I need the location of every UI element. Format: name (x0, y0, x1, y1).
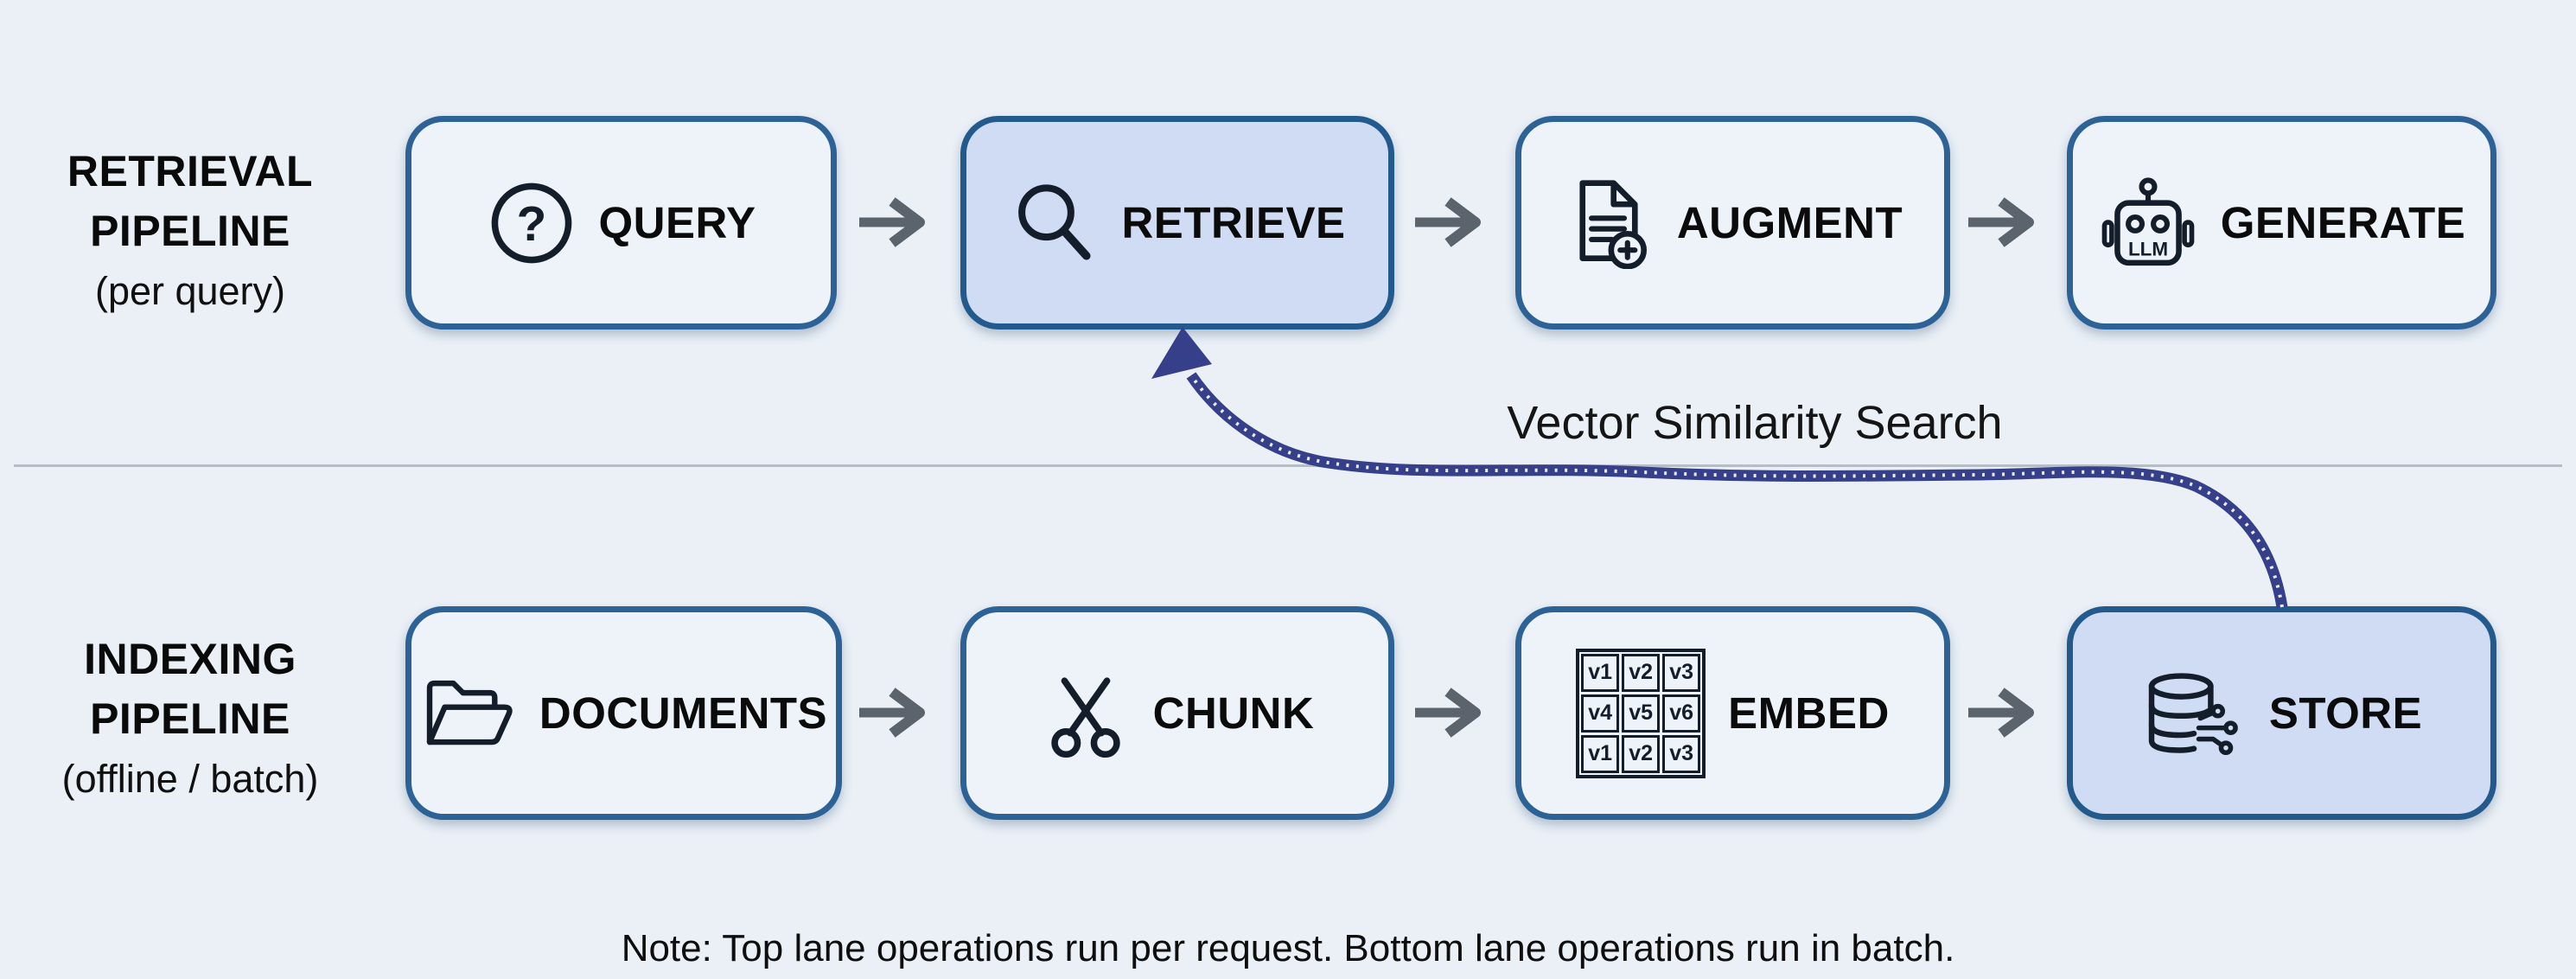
flow-arrow-icon (859, 688, 925, 738)
lane-title-indexing-pipeline: INDEXING PIPELINE (offline / batch) (9, 616, 372, 820)
box-store: STORE (2067, 606, 2496, 820)
box-generate: LLM GENERATE (2067, 116, 2496, 330)
vector-cell: v2 (1622, 734, 1661, 773)
box-label: DOCUMENTS (539, 688, 828, 738)
vector-cell: v6 (1662, 694, 1701, 733)
vector-cell: v5 (1622, 694, 1661, 733)
box-label: EMBED (1728, 688, 1890, 738)
lane-title-line: PIPELINE (90, 207, 290, 255)
flow-arrow-icon (1968, 688, 2034, 738)
box-augment: AUGMENT (1515, 116, 1950, 330)
lane-title-line: INDEXING (84, 635, 296, 683)
box-label: CHUNK (1152, 688, 1315, 738)
lane-subtitle: (per query) (94, 269, 286, 313)
box-label: QUERY (598, 198, 756, 247)
svg-text:?: ? (516, 196, 546, 251)
box-retrieve: RETRIEVE (960, 116, 1394, 330)
box-label: STORE (2268, 688, 2423, 738)
vector-cell: v2 (1622, 653, 1661, 692)
flow-arrow-icon (859, 197, 925, 247)
flow-arrow-icon (1415, 688, 1481, 738)
vector-grid-icon: v1 v2 v3 v4 v5 v6 v1 v2 v3 (1576, 648, 1706, 778)
document-add-icon (1563, 177, 1655, 269)
box-embed: v1 v2 v3 v4 v5 v6 v1 v2 v3 EMBED (1515, 606, 1950, 820)
lane-title-line: PIPELINE (90, 694, 290, 743)
box-label: RETRIEVE (1121, 198, 1346, 247)
magnifier-icon (1009, 178, 1099, 268)
vector-cell: v4 (1581, 694, 1620, 733)
question-circle-icon: ? (487, 178, 577, 268)
box-chunk: CHUNK (960, 606, 1394, 820)
lane-title-line: RETRIEVAL (67, 147, 314, 195)
vector-cell: v3 (1662, 734, 1701, 773)
lane-title-retrieval-pipeline: RETRIEVAL PIPELINE (per query) (9, 130, 372, 330)
flow-arrow-icon (1968, 197, 2034, 247)
box-label: GENERATE (2220, 198, 2466, 247)
open-folder-icon (420, 673, 517, 754)
box-query: ? QUERY (405, 116, 837, 330)
footnote: Note: Top lane operations run per reques… (621, 927, 1955, 969)
robot-llm-text: LLM (2128, 238, 2168, 259)
llm-robot-icon: LLM (2098, 176, 2198, 269)
vector-cell: v1 (1581, 653, 1620, 692)
box-documents: DOCUMENTS (405, 606, 842, 820)
lane-divider (14, 464, 2562, 467)
lane-subtitle: (offline / batch) (61, 757, 319, 801)
flow-arrow-icon (1415, 197, 1481, 247)
vector-database-icon (2141, 669, 2247, 758)
scissors-icon (1041, 668, 1131, 759)
box-label: AUGMENT (1676, 198, 1903, 247)
vector-cell: v1 (1581, 734, 1620, 773)
vector-cell: v3 (1662, 653, 1701, 692)
connector-label: Vector Similarity Search (1507, 397, 2003, 449)
connector-arrowhead-icon (1151, 327, 1212, 379)
